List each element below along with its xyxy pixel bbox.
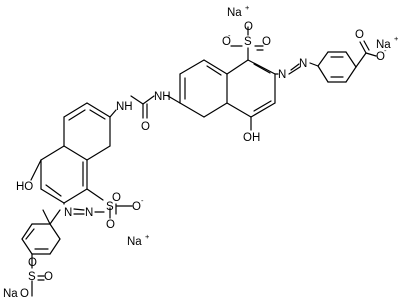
sodium-ion-middle: Na: [127, 236, 142, 248]
oxygen-upper-top: O: [244, 21, 253, 33]
sulfur-tolyl: S: [28, 271, 36, 283]
azo-nitrogen-upper-2: N: [299, 58, 307, 70]
oxygen-tolyl-top: O: [28, 257, 37, 269]
sulfur-upper: S: [244, 36, 252, 48]
urea-oxygen: O: [141, 121, 150, 133]
oxygen-tolyl-right: O: [44, 271, 53, 283]
azo-nitrogen-lower-1: N: [64, 207, 72, 219]
hydroxyl-lower: HO: [16, 181, 33, 193]
oxygen-upper-left-charge: -: [228, 31, 231, 40]
carboxyl-oxygen-right: O: [376, 51, 385, 63]
sodium-charge-top: +: [245, 3, 250, 12]
azo-nitrogen-upper-1: N: [278, 69, 286, 81]
oxygen-upper-right: O: [262, 36, 271, 48]
sodium-ion-right: Na: [376, 39, 391, 51]
oxygen-tolyl-bottom: O: [20, 288, 29, 300]
oxygen-lower-top: O: [112, 192, 121, 204]
sodium-ion-bottom: Na: [3, 288, 18, 300]
sodium-charge-right: +: [394, 34, 399, 43]
oxygen-upper-left: O: [222, 36, 231, 48]
atom-labels: Na + S O O - O OH N N O O - Na + NH NH O…: [3, 3, 399, 300]
carboxyl-charge: -: [384, 46, 387, 55]
bond-skeleton: [21, 26, 377, 297]
sodium-charge-middle: +: [145, 232, 150, 241]
urea-nh-right: NH: [154, 91, 171, 103]
carboxyl-oxygen-top: O: [355, 29, 364, 41]
urea-nh-left: NH: [116, 101, 133, 113]
hydroxyl-upper: OH: [243, 132, 260, 144]
oxygen-lower-right: O: [132, 201, 141, 213]
oxygen-lower-charge: -: [141, 196, 144, 205]
sulfur-lower: S: [106, 201, 114, 213]
azo-nitrogen-lower-2: N: [85, 207, 93, 219]
sodium-ion-top: Na: [227, 7, 242, 19]
oxygen-lower-bottom: O: [106, 219, 115, 231]
